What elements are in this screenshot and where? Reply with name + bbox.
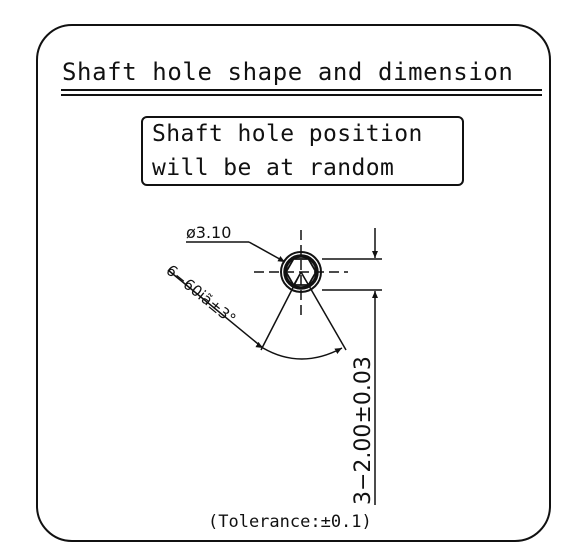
note-line-2: will be at random <box>152 155 395 181</box>
angle-label: 6−60iã±3° <box>162 261 239 328</box>
sheet-frame <box>36 24 551 542</box>
title-underline-bottom <box>61 94 542 96</box>
title-underline-top <box>61 89 542 91</box>
height-label: 3−2.00±0.03 <box>351 356 376 505</box>
angle-extension-left <box>260 271 302 351</box>
diameter-leader <box>186 241 286 263</box>
height-dimension <box>322 228 382 505</box>
angle-arc <box>255 341 343 360</box>
diameter-leader-arrow <box>248 241 286 263</box>
sheet-title: Shaft hole shape and dimension <box>62 58 514 86</box>
angle-extension-right <box>300 271 347 351</box>
angle-dimension <box>167 269 347 360</box>
center-lines <box>254 230 348 318</box>
tolerance-note: (Tolerance:±0.1) <box>208 512 372 532</box>
diameter-label: ø3.10 <box>186 223 231 242</box>
angle-leader <box>167 269 264 349</box>
note-box <box>141 116 464 186</box>
note-line-1: Shaft hole position <box>152 121 423 147</box>
outer-circle <box>280 251 322 293</box>
